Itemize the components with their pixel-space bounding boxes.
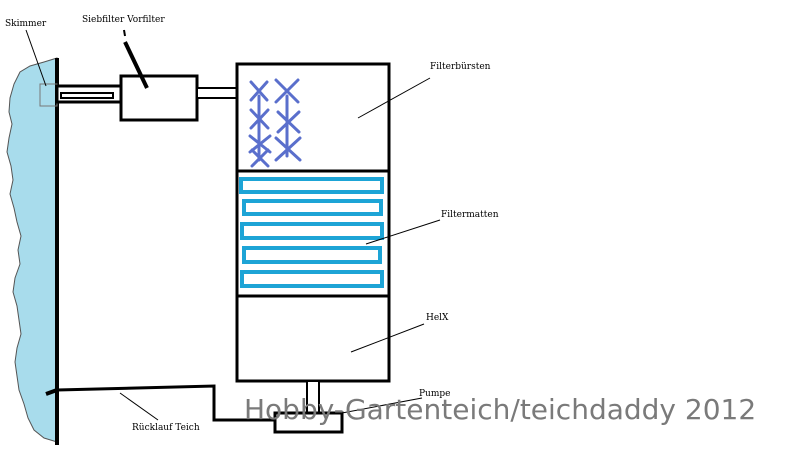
label-return: Rücklauf Teich (132, 423, 200, 433)
leader-brushes (357, 77, 431, 119)
pond-water (6, 57, 58, 443)
pump-box (273, 411, 344, 434)
return-line-outlet (45, 388, 58, 396)
leader-mats (365, 219, 441, 245)
leader-pump (341, 397, 423, 414)
filter-brushes (248, 78, 302, 168)
prefilter-box (119, 74, 199, 122)
watermark: Hobby-Gartenteich/teichdaddy 2012 (244, 393, 756, 426)
label-skimmer: Skimmer (5, 19, 47, 29)
label-helix: HelX (426, 313, 449, 323)
label-mats: Filtermatten (441, 210, 499, 220)
leader-helix (350, 323, 425, 353)
prefilter-handle (123, 41, 149, 89)
leader-skimmer (25, 29, 47, 87)
label-prefilter: Siebfilter Vorfilter (82, 15, 165, 25)
tank-inlet-pipe (196, 87, 238, 99)
label-brushes: Filterbürsten (430, 62, 491, 72)
skimmer-pipe-inner (60, 92, 114, 99)
prefilter-leader-tick (123, 29, 126, 37)
filter-mats (239, 177, 384, 288)
return-line (56, 384, 275, 422)
leader-return (119, 392, 159, 421)
label-pump: Pumpe (419, 389, 450, 399)
